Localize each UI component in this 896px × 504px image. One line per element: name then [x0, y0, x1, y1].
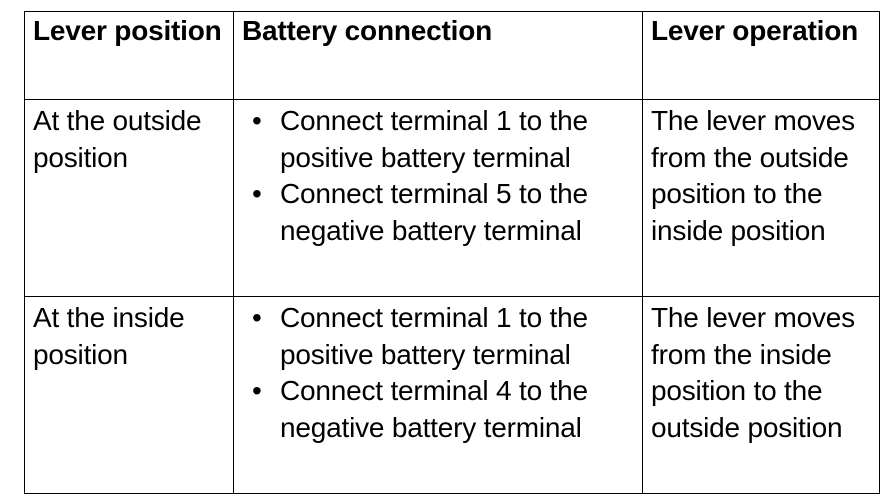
connection-list: Connect terminal 1 to the positive batte…	[242, 300, 636, 446]
cell-lever-position: At the outside position	[24, 99, 234, 297]
cell-lever-operation: The lever moves from the inside position…	[642, 296, 880, 494]
header-lever-operation: Lever operation	[642, 11, 880, 100]
cell-battery-connection: Connect terminal 1 to the positive batte…	[233, 99, 643, 297]
header-battery-connection: Battery connection	[233, 11, 643, 100]
connection-item: Connect terminal 4 to the negative batte…	[242, 373, 636, 446]
connection-item: Connect terminal 5 to the negative batte…	[242, 176, 636, 249]
connection-item: Connect terminal 1 to the positive batte…	[242, 103, 636, 176]
table-row: At the inside position Connect terminal …	[24, 296, 880, 494]
connection-item: Connect terminal 1 to the positive batte…	[242, 300, 636, 373]
table-header-row: Lever position Battery connection Lever …	[24, 11, 880, 100]
cell-battery-connection: Connect terminal 1 to the positive batte…	[233, 296, 643, 494]
connection-list: Connect terminal 1 to the positive batte…	[242, 103, 636, 249]
table-row: At the outside position Connect terminal…	[24, 99, 880, 297]
lever-operation-table: Lever position Battery connection Lever …	[24, 11, 880, 494]
cell-lever-position: At the inside position	[24, 296, 234, 494]
header-lever-position: Lever position	[24, 11, 234, 100]
cell-lever-operation: The lever moves from the outside positio…	[642, 99, 880, 297]
